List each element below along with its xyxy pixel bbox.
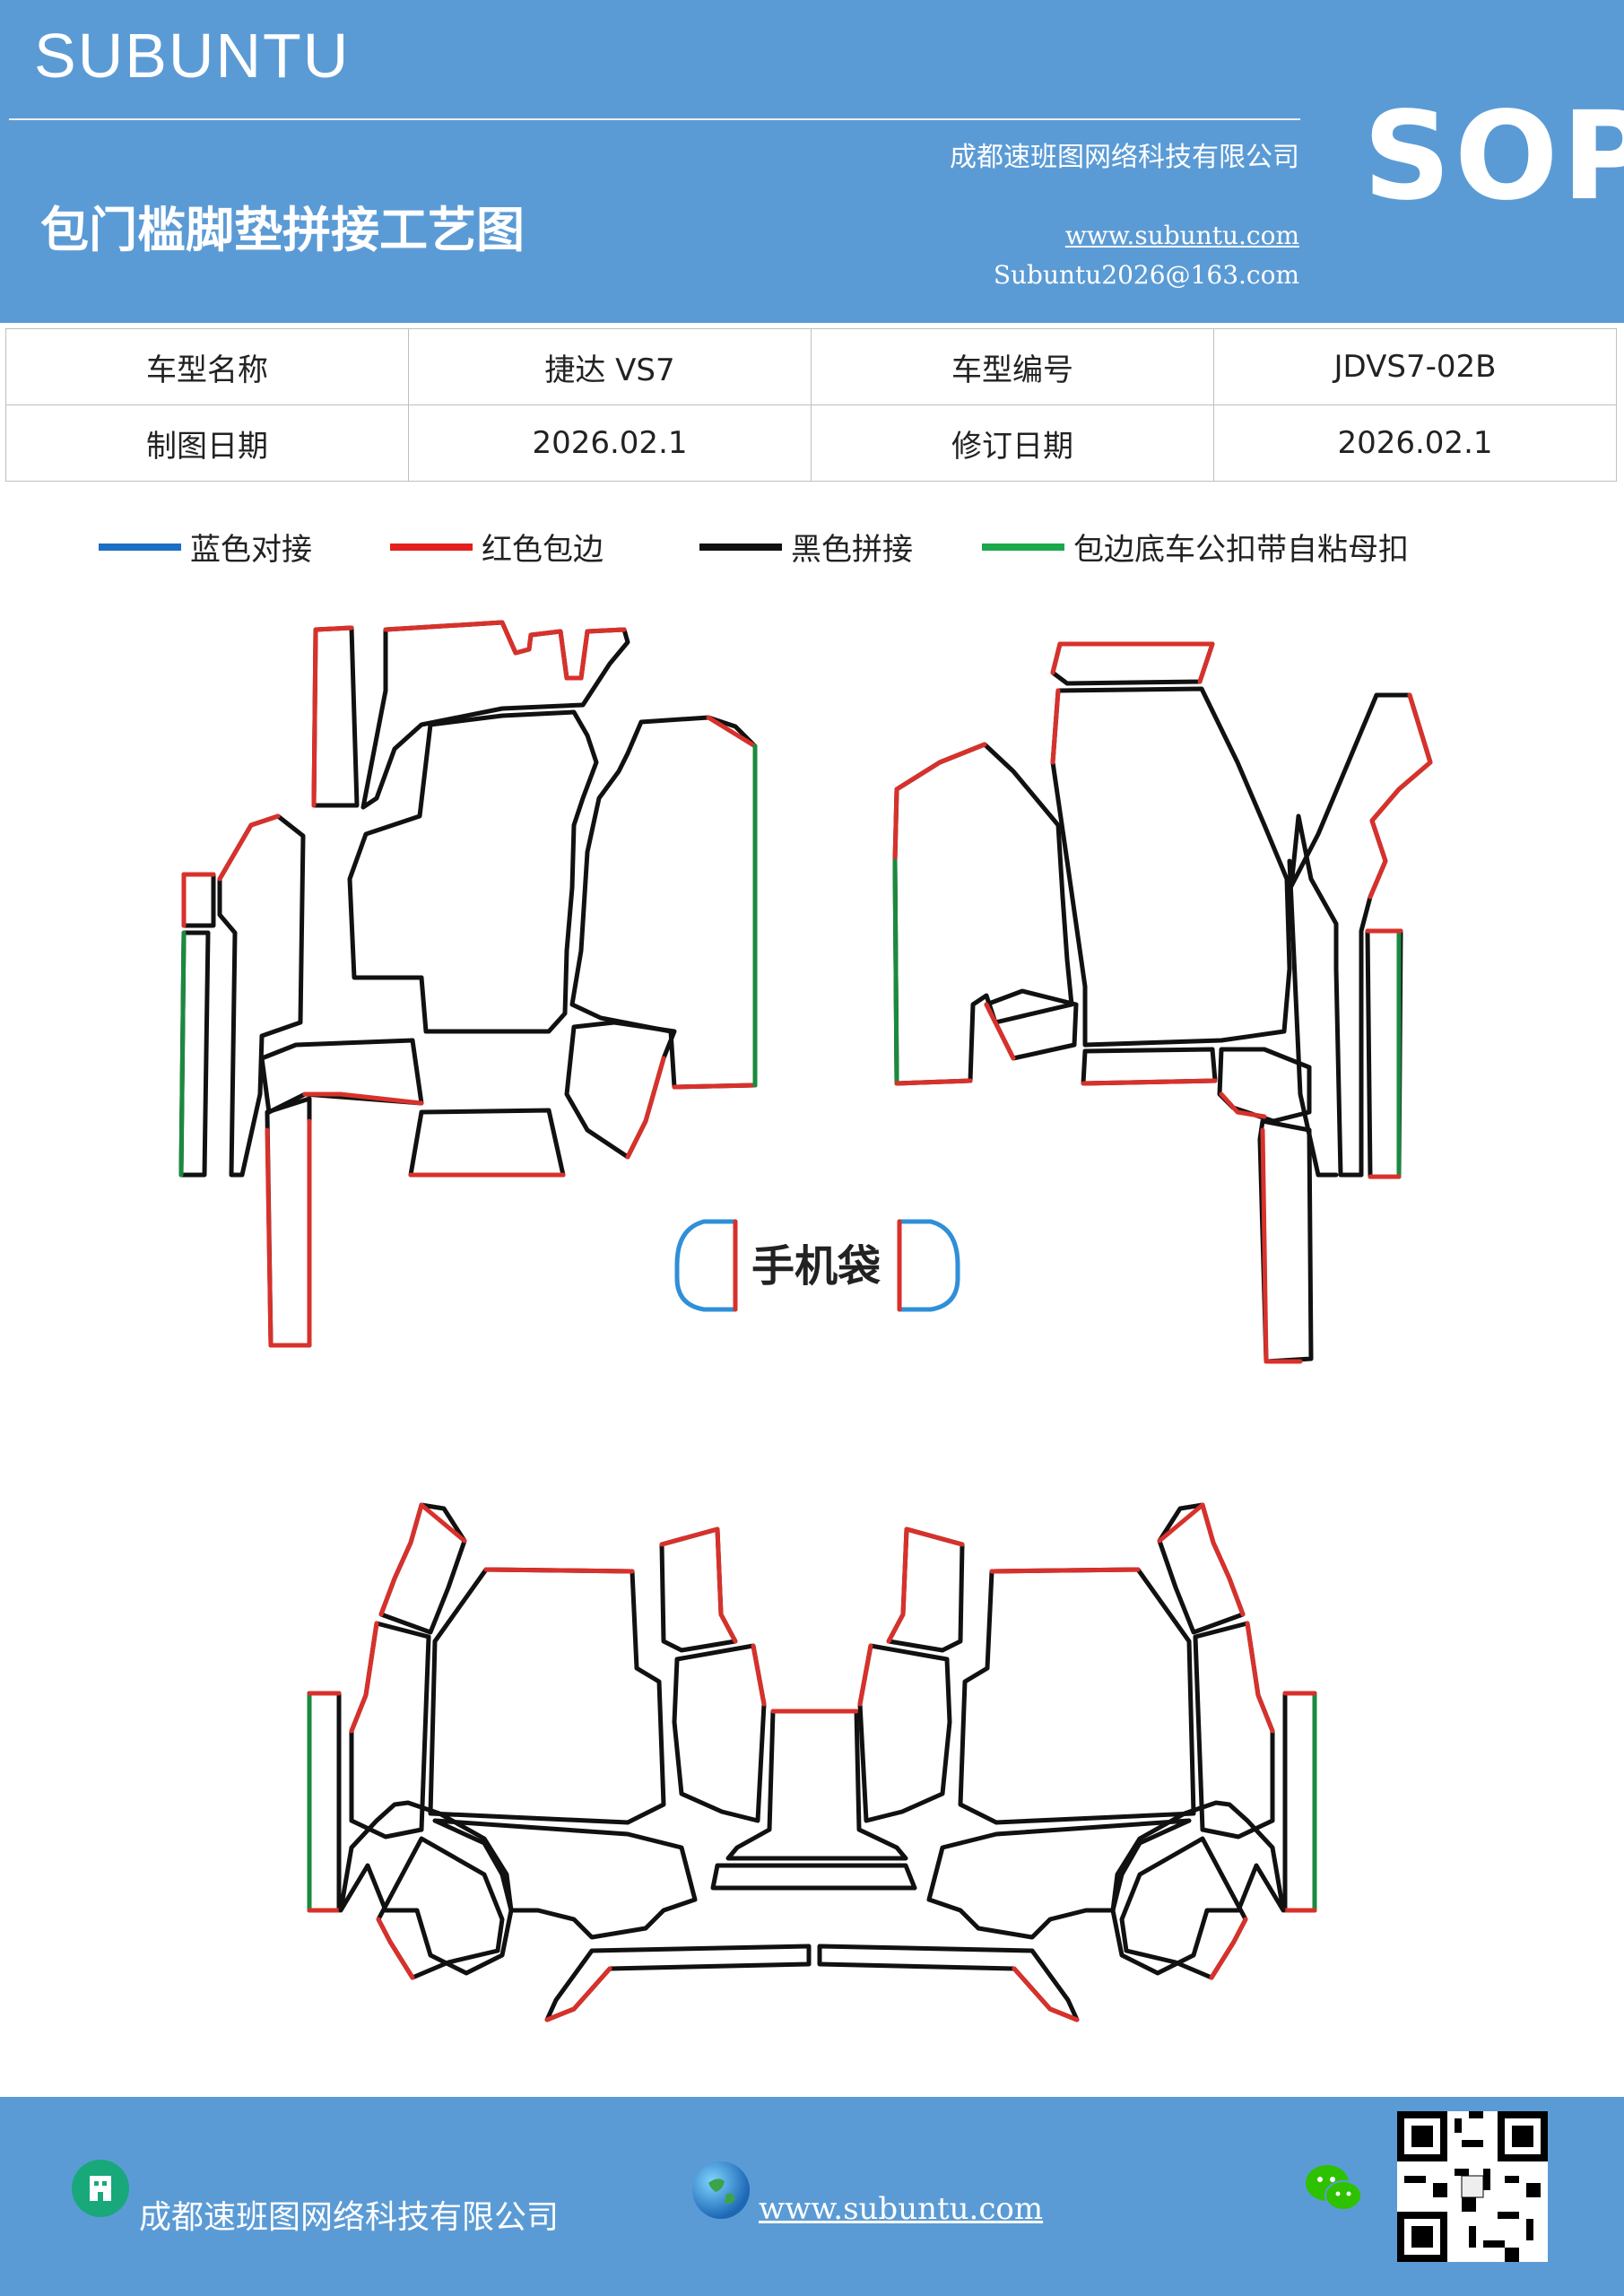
phone-pocket xyxy=(674,1219,960,1312)
legend-swatch xyxy=(982,543,1064,551)
legend-item-red: 红色包边 xyxy=(390,525,604,569)
header-divider xyxy=(9,118,1300,120)
header-website-link[interactable]: www.subuntu.com xyxy=(1064,221,1299,250)
page-footer: 成都速班图网络科技有限公司 www.subuntu.com xyxy=(0,2097,1624,2296)
page-title: 包门槛脚垫拼接工艺图 xyxy=(40,202,525,258)
vehicle-info-table: 车型名称 捷达 VS7 车型编号 JDVS7-02B 制图日期 2026.02.… xyxy=(5,328,1617,482)
legend-swatch xyxy=(390,543,473,551)
header-company: 成都速班图网络科技有限公司 xyxy=(950,142,1299,173)
legend-label: 红色包边 xyxy=(482,532,604,568)
qr-code xyxy=(1397,2111,1548,2262)
header-email: Subuntu2026@163.com xyxy=(993,260,1299,290)
sop-badge: SOP xyxy=(1363,86,1624,228)
revision-date-value: 2026.02.1 xyxy=(1213,404,1617,482)
building-icon xyxy=(72,2160,129,2217)
revision-date-label: 修订日期 xyxy=(811,404,1214,482)
stroke-legend: 蓝色对接 红色包边 黑色拼接 包边底车公扣带自粘母扣 xyxy=(0,525,1624,578)
model-name-label: 车型名称 xyxy=(5,328,409,405)
model-name-value: 捷达 VS7 xyxy=(408,328,812,405)
page-header: SUBUNTU 包门槛脚垫拼接工艺图 成都速班图网络科技有限公司 www.sub… xyxy=(0,0,1624,323)
table-row: 车型名称 捷达 VS7 车型编号 JDVS7-02B xyxy=(5,328,1617,405)
legend-label: 蓝色对接 xyxy=(190,532,312,568)
phone-pocket-label: 手机袋 xyxy=(751,1241,881,1292)
footer-website-link[interactable]: www.subuntu.com xyxy=(759,2191,1044,2227)
rear-mat xyxy=(307,1502,1317,2022)
table-row: 制图日期 2026.02.1 修订日期 2026.02.1 xyxy=(5,404,1617,482)
legend-label: 包边底车公扣带自粘母扣 xyxy=(1073,532,1409,568)
globe-icon xyxy=(692,2161,750,2219)
floor-mat-diagram: 手机袋 xyxy=(178,620,1433,2022)
brand-name: SUBUNTU xyxy=(34,21,351,91)
legend-swatch xyxy=(99,543,181,551)
draw-date-label: 制图日期 xyxy=(5,404,409,482)
front-right-mat xyxy=(892,641,1433,1364)
legend-item-black: 黑色拼接 xyxy=(699,525,913,569)
legend-swatch xyxy=(699,543,782,551)
legend-label: 黑色拼接 xyxy=(791,532,913,568)
model-code-label: 车型编号 xyxy=(811,328,1214,405)
legend-item-green: 包边底车公扣带自粘母扣 xyxy=(982,525,1409,569)
legend-item-blue: 蓝色对接 xyxy=(99,525,312,569)
front-left-mat xyxy=(178,620,758,1348)
model-code-value: JDVS7-02B xyxy=(1213,328,1617,405)
wechat-icon[interactable] xyxy=(1302,2161,1365,2215)
draw-date-value: 2026.02.1 xyxy=(408,404,812,482)
footer-company: 成都速班图网络科技有限公司 xyxy=(139,2199,560,2236)
